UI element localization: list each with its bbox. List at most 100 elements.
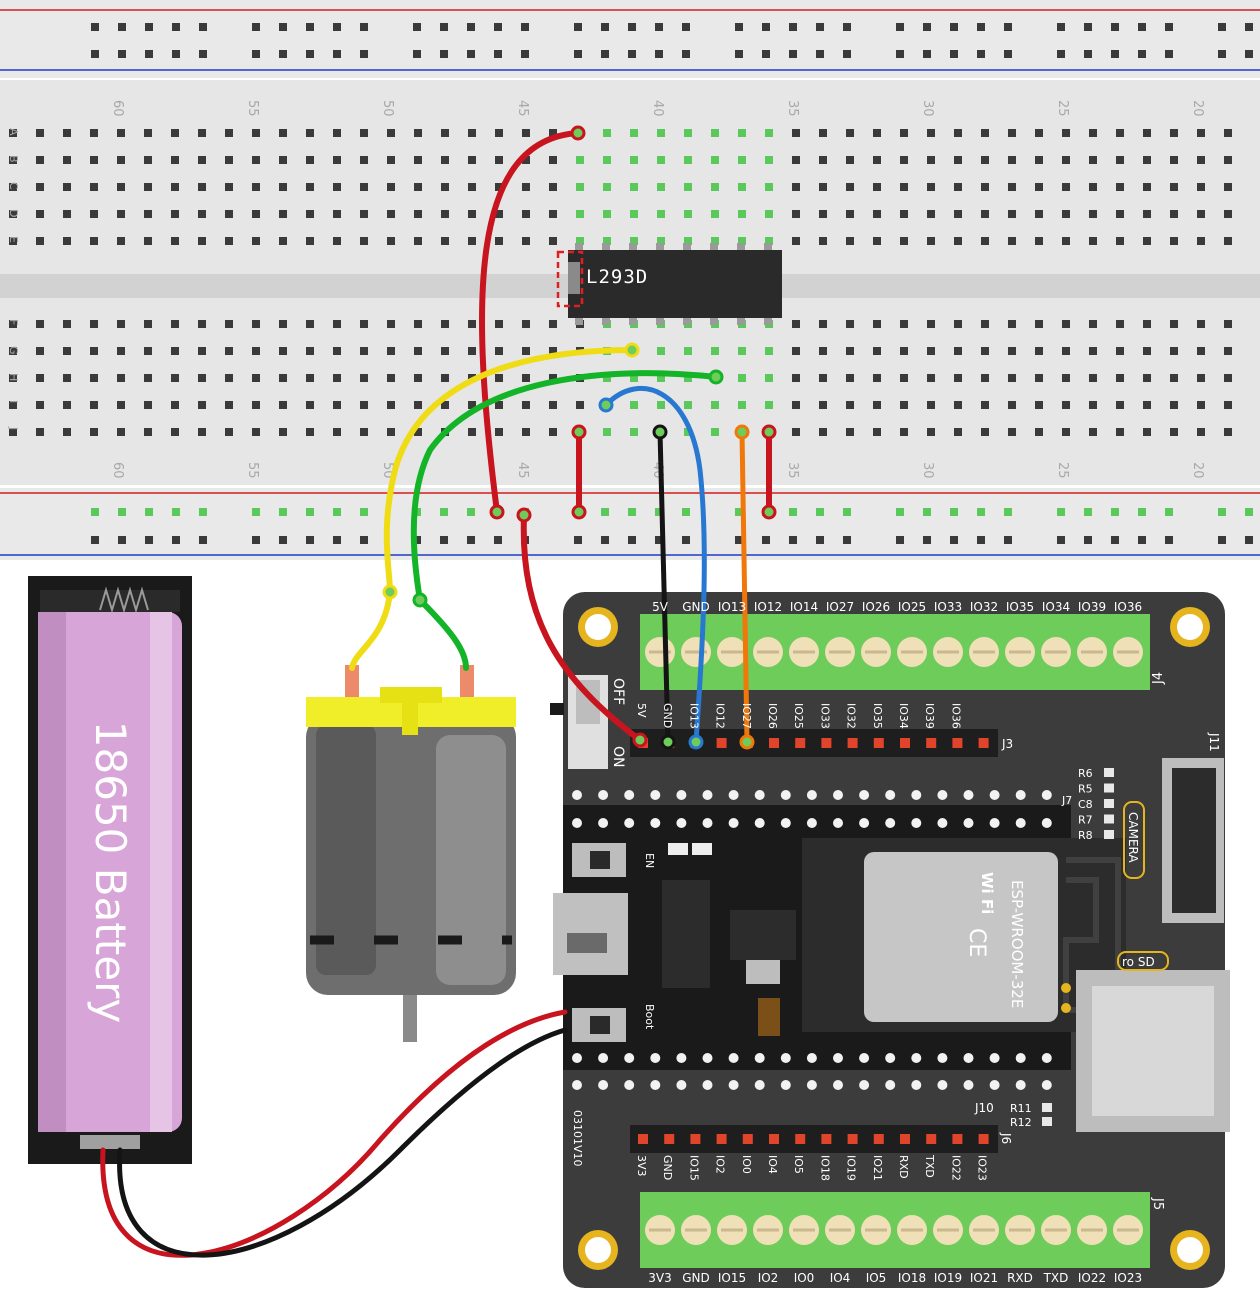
breadboard-hole[interactable] [846,428,854,436]
breadboard-hole[interactable] [954,374,962,382]
header-pin[interactable] [742,1134,753,1144]
breadboard-hole[interactable] [36,401,44,409]
breadboard-hole[interactable] [1170,401,1178,409]
rail-hole[interactable] [601,23,609,31]
breadboard-hole[interactable] [441,320,449,328]
breadboard-hole[interactable] [927,374,935,382]
breadboard-hole[interactable] [225,320,233,328]
breadboard-hole[interactable] [981,401,989,409]
rail-hole[interactable] [1245,536,1253,544]
rail-hole[interactable] [1084,23,1092,31]
breadboard-hole[interactable] [225,183,233,191]
breadboard-hole[interactable] [495,183,503,191]
breadboard-hole[interactable] [90,401,98,409]
rail-hole[interactable] [118,50,126,58]
rail-hole[interactable] [1218,536,1226,544]
rail-hole[interactable] [1057,50,1065,58]
breadboard-hole[interactable] [819,129,827,137]
breadboard-hole[interactable] [387,129,395,137]
rail-hole[interactable] [91,536,99,544]
rail-hole[interactable] [816,23,824,31]
breadboard-hole[interactable] [468,156,476,164]
rail-hole[interactable] [145,536,153,544]
breadboard-hole[interactable] [387,210,395,218]
breadboard-hole[interactable] [333,401,341,409]
breadboard-hole[interactable] [765,156,773,164]
breadboard-hole[interactable] [792,320,800,328]
breadboard-hole[interactable] [117,374,125,382]
breadboard-hole[interactable] [630,156,638,164]
rail-hole[interactable] [1111,536,1119,544]
breadboard-hole[interactable] [1197,129,1205,137]
breadboard-hole[interactable] [1170,428,1178,436]
breadboard-hole[interactable] [387,156,395,164]
breadboard-hole[interactable] [927,347,935,355]
breadboard-hole[interactable] [387,428,395,436]
rail-hole[interactable] [333,508,341,516]
breadboard-hole[interactable] [549,237,557,245]
rail-hole[interactable] [1218,50,1226,58]
breadboard-hole[interactable] [468,428,476,436]
breadboard-hole[interactable] [117,401,125,409]
breadboard-hole[interactable] [36,347,44,355]
rail-hole[interactable] [762,50,770,58]
breadboard-hole[interactable] [414,374,422,382]
breadboard-hole[interactable] [927,237,935,245]
breadboard-hole[interactable] [1089,183,1097,191]
breadboard-hole[interactable] [738,237,746,245]
rail-hole[interactable] [199,23,207,31]
breadboard-hole[interactable] [954,129,962,137]
breadboard-hole[interactable] [1116,347,1124,355]
breadboard-hole[interactable] [279,129,287,137]
breadboard-hole[interactable] [1224,237,1232,245]
breadboard-hole[interactable] [1089,237,1097,245]
breadboard-hole[interactable] [306,374,314,382]
breadboard-hole[interactable] [198,374,206,382]
breadboard-hole[interactable] [441,129,449,137]
rail-hole[interactable] [494,23,502,31]
breadboard-hole[interactable] [171,210,179,218]
rail-hole[interactable] [467,23,475,31]
breadboard-hole[interactable] [873,401,881,409]
breadboard-hole[interactable] [495,320,503,328]
rail-hole[interactable] [118,23,126,31]
rail-hole[interactable] [1138,23,1146,31]
breadboard-hole[interactable] [657,129,665,137]
breadboard-hole[interactable] [468,237,476,245]
breadboard-hole[interactable] [1197,347,1205,355]
breadboard-hole[interactable] [171,320,179,328]
breadboard-hole[interactable] [1170,374,1178,382]
breadboard-hole[interactable] [225,347,233,355]
breadboard-hole[interactable] [603,237,611,245]
breadboard-hole[interactable] [306,237,314,245]
breadboard-hole[interactable] [846,183,854,191]
breadboard-hole[interactable] [549,428,557,436]
breadboard-hole[interactable] [954,156,962,164]
rail-hole[interactable] [574,23,582,31]
breadboard-hole[interactable] [1008,401,1016,409]
breadboard-hole[interactable] [144,183,152,191]
breadboard-hole[interactable] [549,347,557,355]
breadboard-hole[interactable] [36,156,44,164]
breadboard-hole[interactable] [252,237,260,245]
breadboard-hole[interactable] [1224,156,1232,164]
breadboard-hole[interactable] [1035,237,1043,245]
breadboard-hole[interactable] [657,210,665,218]
breadboard-hole[interactable] [495,374,503,382]
rail-hole[interactable] [601,50,609,58]
breadboard-hole[interactable] [333,210,341,218]
rail-hole[interactable] [682,50,690,58]
rail-hole[interactable] [843,508,851,516]
rail-hole[interactable] [1111,508,1119,516]
header-pin[interactable] [900,738,910,748]
breadboard-hole[interactable] [360,374,368,382]
breadboard-hole[interactable] [873,428,881,436]
breadboard-hole[interactable] [792,129,800,137]
breadboard-hole[interactable] [63,129,71,137]
breadboard-hole[interactable] [117,320,125,328]
breadboard-hole[interactable] [36,320,44,328]
rail-hole[interactable] [279,50,287,58]
rail-hole[interactable] [1245,50,1253,58]
breadboard-hole[interactable] [360,320,368,328]
header-pin[interactable] [847,738,858,748]
